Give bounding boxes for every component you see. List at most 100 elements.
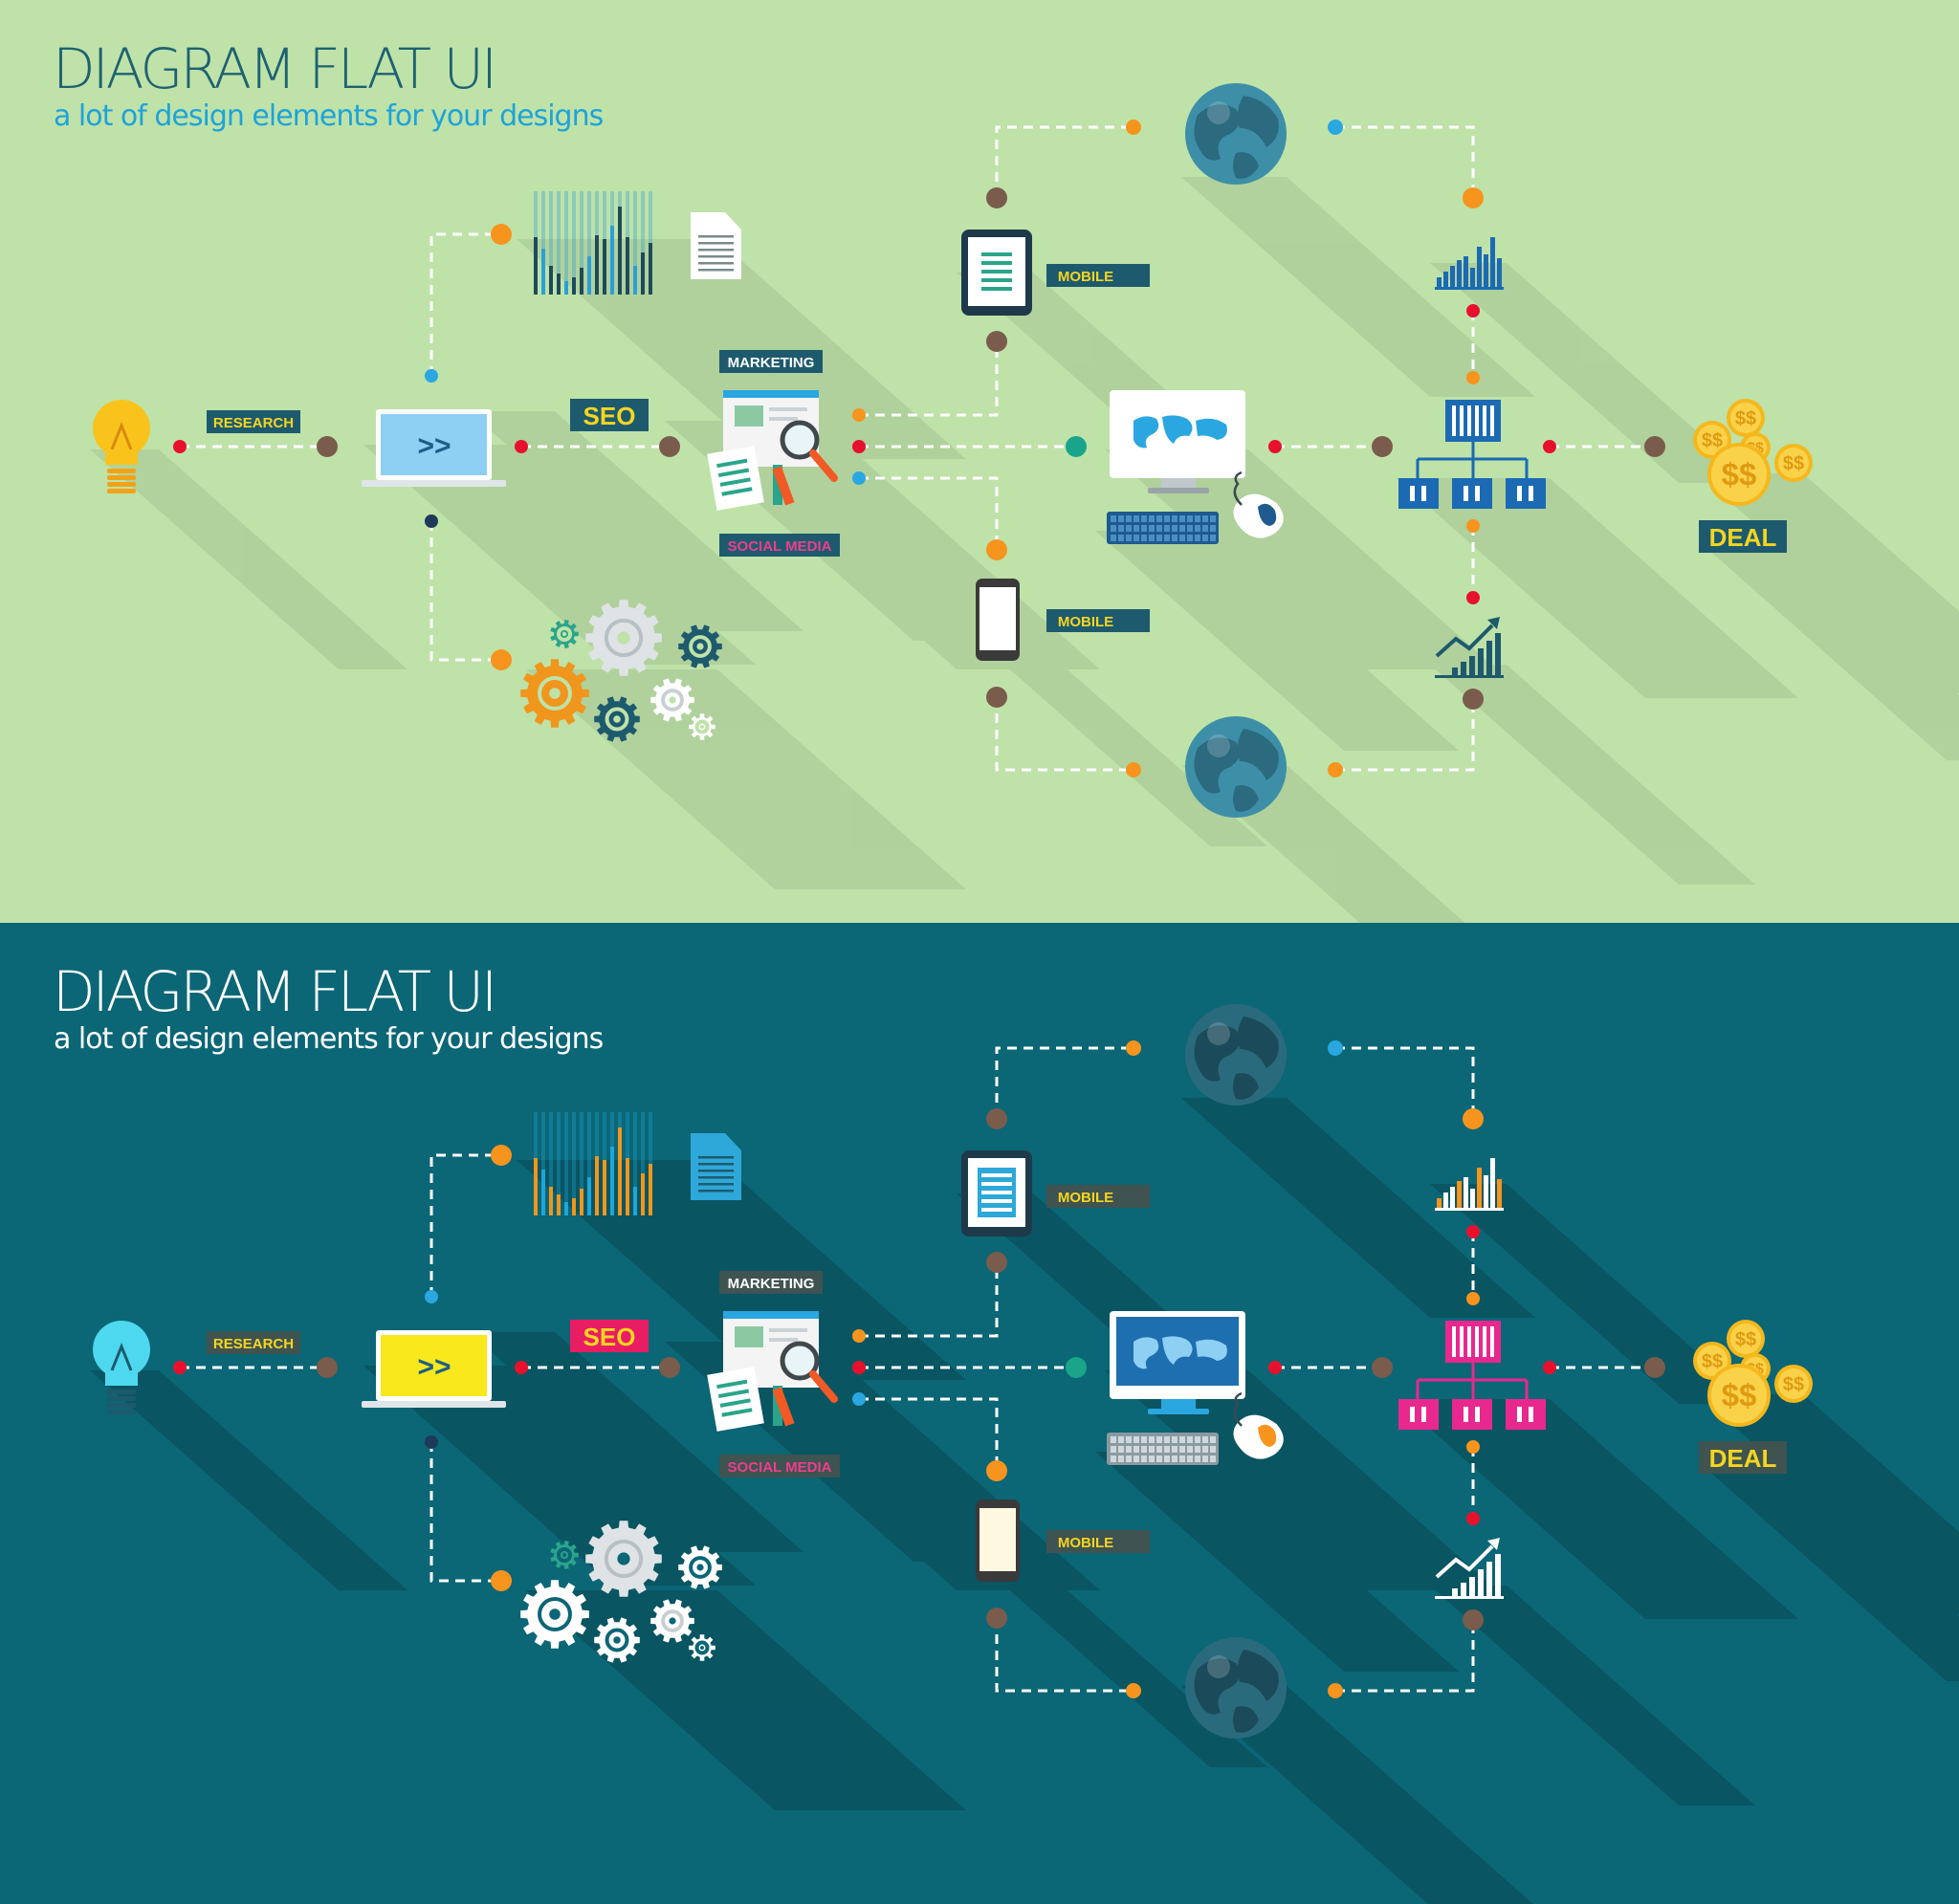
connector-dot — [425, 369, 438, 383]
shadow — [1430, 1586, 1755, 1806]
shadow — [1095, 531, 1459, 751]
page-subtitle: a lot of design elements for your design… — [54, 99, 604, 133]
connector-dot — [1466, 1512, 1480, 1525]
coin-symbol: $$ — [1722, 1378, 1757, 1413]
keyboard-icon — [1107, 512, 1219, 544]
desktop-monitor-icon — [1110, 1311, 1245, 1414]
coins-icon: $$$$$$$$$$ — [1693, 399, 1813, 506]
deal-label-bg — [1699, 1441, 1787, 1474]
org-chart-icon — [1398, 1321, 1546, 1430]
mobile-label-bg — [1046, 609, 1150, 632]
marketing-page-icon — [707, 390, 838, 511]
connector-dot — [1126, 1040, 1141, 1056]
bar-chart-small-icon — [1435, 1158, 1504, 1211]
laptop-icon: >> — [362, 409, 506, 487]
connector-dot — [986, 1460, 1007, 1481]
connector — [429, 1153, 501, 1297]
shadow — [526, 669, 966, 889]
connector — [1335, 125, 1475, 198]
page-title: DIAGRAM FLAT UI — [53, 36, 497, 101]
connector-dot — [1466, 519, 1480, 533]
deal-label: DEAL — [1709, 1444, 1777, 1473]
connector — [1335, 1620, 1475, 1693]
shadow — [961, 626, 1267, 846]
connector-dot — [491, 649, 512, 670]
document-icon — [691, 1133, 741, 1200]
shadow — [1181, 1686, 1533, 1904]
connector-dot — [986, 1108, 1007, 1129]
shadow — [1095, 1452, 1459, 1672]
mobile-label-top: MOBILE — [1058, 1190, 1113, 1206]
seo-label: SEO — [583, 1323, 636, 1351]
connector-dots — [173, 120, 1665, 777]
connector — [1335, 699, 1475, 772]
connector-dot — [659, 1357, 680, 1378]
keyboard-icon — [1107, 1433, 1219, 1465]
panel-light: DIAGRAM FLAT UI a lot of design elements… — [0, 0, 1959, 923]
shadow — [1105, 1370, 1497, 1590]
connector-dot — [852, 1329, 866, 1343]
connector-dot — [1328, 762, 1343, 777]
page-title: DIAGRAM FLAT UI — [53, 959, 497, 1024]
shadow — [1397, 478, 1798, 698]
connector-dot — [491, 224, 512, 245]
shadow — [526, 1590, 966, 1810]
social-media-label-bg — [719, 1455, 840, 1477]
shadow — [660, 1160, 966, 1380]
laptop-prompt: >> — [417, 430, 451, 462]
shadow — [469, 1332, 803, 1552]
globe-icon — [1185, 1004, 1287, 1105]
globe-icon — [1185, 716, 1287, 818]
connector-dot — [1543, 1361, 1556, 1374]
shadow — [90, 1370, 407, 1590]
shadow — [1430, 665, 1755, 885]
shadow — [1430, 263, 1755, 483]
shadow — [363, 1366, 756, 1586]
connector-dot — [1466, 304, 1480, 317]
coin-symbol: $$ — [1735, 1329, 1756, 1350]
research-label-bg — [207, 1331, 300, 1354]
social-media-label-bg — [719, 534, 840, 557]
document-icon — [691, 212, 741, 279]
marketing-page-icon — [707, 1311, 838, 1432]
shadow — [469, 411, 803, 631]
seo-label-bg — [570, 1320, 649, 1352]
research-label-bg — [207, 410, 300, 433]
connector-dot — [659, 436, 680, 457]
mobile-label-top: MOBILE — [1058, 269, 1113, 285]
connector — [859, 476, 999, 550]
mobile-label-bg — [1046, 1185, 1150, 1208]
connector-dot — [1328, 1040, 1343, 1056]
bar-chart-icon — [534, 191, 652, 295]
connector-dot — [1644, 1357, 1665, 1378]
shadow — [961, 1547, 1267, 1767]
page-subtitle: a lot of design elements for your design… — [54, 1022, 604, 1056]
connector-dot — [986, 1252, 1007, 1273]
connector — [1335, 1046, 1475, 1119]
mobile-label-bg — [1046, 264, 1150, 287]
org-chart-icon — [1398, 400, 1546, 509]
coin-symbol: $$ — [1702, 1351, 1723, 1372]
marketing-label: MARKETING — [728, 355, 815, 371]
shadow — [1698, 1461, 1959, 1681]
connector — [429, 1442, 501, 1583]
connector-dot — [317, 436, 338, 457]
connector-lines — [180, 1046, 1655, 1693]
deal-label: DEAL — [1709, 523, 1777, 552]
connector-dot — [1463, 187, 1484, 208]
coin-symbol: $$ — [1702, 430, 1723, 451]
connector-dot — [1126, 120, 1141, 135]
shadow — [1397, 1399, 1798, 1619]
connector-dot — [1543, 440, 1556, 453]
connector-dot — [1066, 436, 1087, 457]
connector-dot — [1466, 1440, 1480, 1454]
connector-dot — [852, 1392, 866, 1406]
connector-dot — [852, 471, 866, 485]
connector-dot — [986, 687, 1007, 708]
shadow — [1181, 177, 1535, 397]
connector-dot — [1466, 1292, 1480, 1305]
laptop-prompt: >> — [417, 1351, 451, 1383]
bar-chart-small-icon — [1435, 237, 1504, 290]
